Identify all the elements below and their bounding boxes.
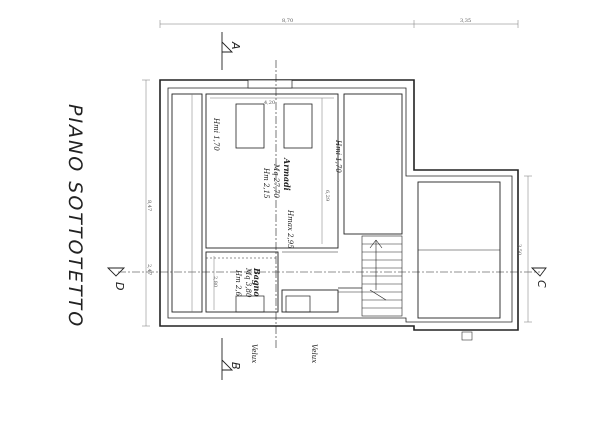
room-name-bagno: Bagno: [252, 268, 262, 297]
room-area-bagno: Mq 3,80: [244, 268, 252, 298]
room-armadi: [205, 93, 339, 249]
room-hm-armadi: Hm 2,15: [262, 168, 270, 199]
section-marker-c: [530, 267, 547, 277]
section-marker-a: [221, 32, 234, 70]
section-label-c: C: [535, 280, 548, 288]
inner-wall-main: [167, 87, 513, 323]
plan-title: PIANO SOTTOTETTO: [64, 104, 86, 329]
skylight-2: [283, 103, 313, 149]
dim-inner-height: 6,29: [324, 190, 330, 202]
outer-wall-main: [159, 79, 519, 331]
north-marker: [461, 331, 473, 341]
section-label-a: A: [229, 42, 242, 50]
section-label-d: D: [113, 282, 126, 291]
skylight-bagno: [235, 295, 265, 313]
skylight-closet: [285, 295, 311, 313]
left-storage-strip: [171, 93, 203, 313]
room-hmax-armadi: Hmax 2,95: [286, 210, 294, 249]
dim-inner-width: 4,20: [264, 100, 276, 106]
room-hm-bagno: Hm 2,6: [234, 270, 242, 297]
dimension-lines: [142, 20, 532, 327]
velux-label-right: Velux: [310, 344, 318, 364]
room-name-armadi: Armadi: [282, 158, 292, 191]
room-hmin-left-armadi: Hmi 1,70: [212, 118, 220, 151]
staircase: [361, 235, 403, 317]
dim-top-total: 8,70: [282, 18, 294, 24]
dim-top-right: 3,35: [460, 18, 472, 24]
room-area-armadi: Mq 27,70: [272, 164, 280, 198]
dim-left-total: 8,47: [146, 200, 152, 212]
room-hmin-right-armadi: Hmi 1,70: [334, 140, 342, 173]
dim-left-bagno: 2,47: [146, 264, 152, 276]
section-marker-d: [106, 267, 126, 277]
section-label-b: B: [229, 362, 242, 370]
velux-label-left: Velux: [250, 344, 258, 364]
dim-right-side: 3,50: [516, 244, 522, 256]
skylight-1: [235, 103, 265, 149]
section-marker-b: [221, 338, 234, 380]
top-window: [247, 79, 293, 89]
dim-bagno-height: 2,80: [212, 276, 218, 288]
right-storage-strip: [343, 93, 403, 235]
